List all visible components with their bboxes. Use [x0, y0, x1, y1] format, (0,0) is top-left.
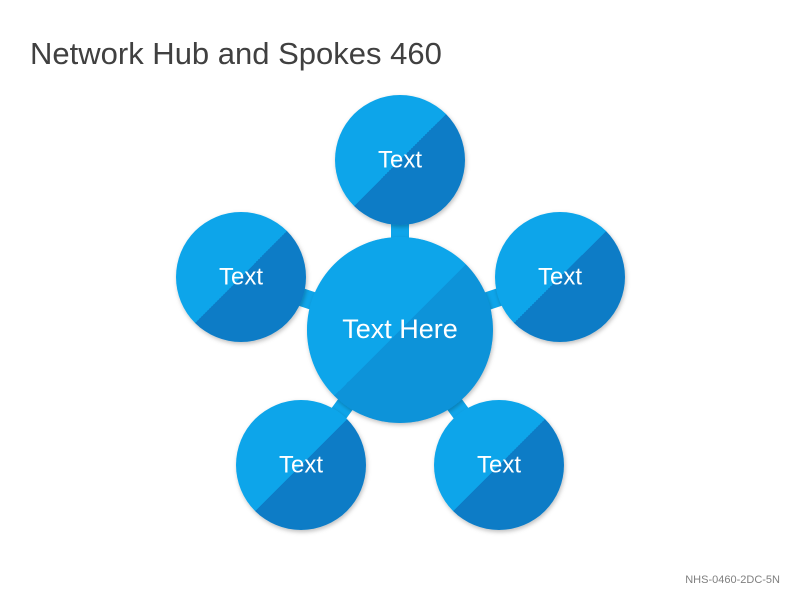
spoke-node-bottom-left: Text — [236, 400, 366, 530]
spoke-label-bottom-right: Text — [477, 451, 521, 478]
spoke-circle-left — [176, 212, 306, 342]
hub-label: Text Here — [342, 314, 458, 344]
footer-code: NHS-0460-2DC-5N — [685, 574, 780, 586]
hub-node: Text Here — [307, 237, 493, 423]
spoke-label-left: Text — [219, 263, 263, 290]
spoke-label-bottom-left: Text — [279, 451, 323, 478]
spoke-node-bottom-right: Text — [434, 400, 564, 530]
spoke-node-right: Text — [495, 212, 625, 342]
spoke-label-top: Text — [378, 146, 422, 173]
spoke-node-left: Text — [176, 212, 306, 342]
spoke-node-top: Text — [335, 95, 465, 225]
spoke-label-right: Text — [538, 263, 582, 290]
spoke-circle-bottom-left — [236, 400, 366, 530]
hub-face — [307, 237, 493, 423]
spoke-circle-top — [335, 95, 465, 225]
spoke-circle-right — [495, 212, 625, 342]
spoke-circle-bottom-right — [434, 400, 564, 530]
slide-title: Network Hub and Spokes 460 — [30, 36, 442, 71]
